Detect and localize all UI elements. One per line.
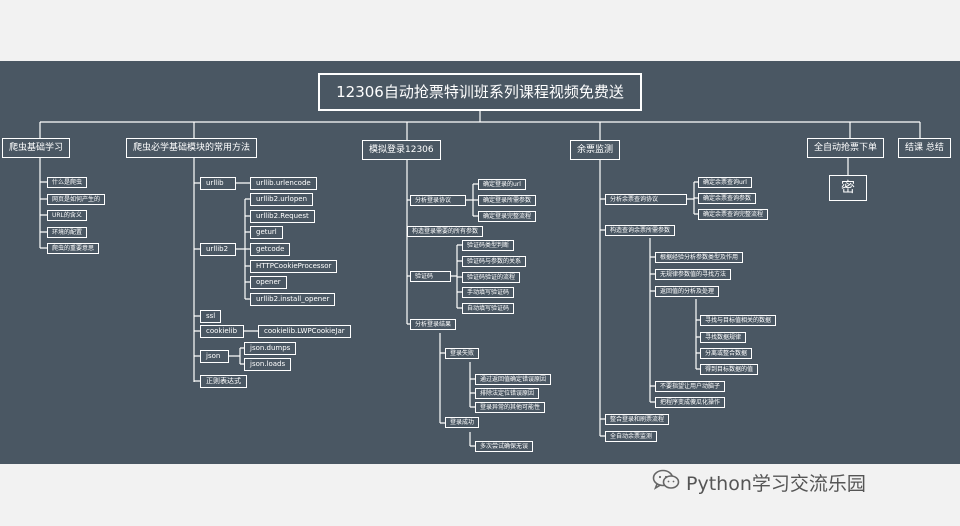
login-success: 登录成功 [445, 417, 480, 428]
module-item: urllib2.install_opener [250, 293, 336, 306]
branch-order: 全自动抢票下单 [807, 138, 885, 158]
branch-modules: 爬虫必学基础模块的常用方法 [126, 138, 258, 158]
mindmap-canvas: 12306自动抢票特训班系列课程视频免费送 爬虫基础学习 爬虫必学基础模块的常用… [0, 61, 960, 464]
module-regex: 正则表达式 [200, 375, 247, 388]
module-urllib2: urllib2 [200, 243, 236, 256]
monitor-item: 确定余票查询url [698, 177, 752, 188]
module-urllib: urllib [200, 177, 236, 190]
login-result: 分析登录结果 [410, 319, 457, 330]
monitor-item: 寻找与目标值相关的数据 [700, 315, 777, 326]
branch-monitor: 余票监测 [570, 140, 621, 160]
monitor-item: 分离或整合数据 [700, 348, 753, 359]
login-build-params: 构造登录需要的所有参数 [407, 226, 484, 237]
branch-basics: 爬虫基础学习 [2, 138, 71, 158]
branch-login: 模拟登录12306 [362, 140, 441, 160]
module-item: cookielib.LWPCookieJar [258, 325, 351, 338]
root-title: 12306自动抢票特训班系列课程视频免费送 [318, 73, 642, 111]
monitor-returns: 返回值的分析及处理 [655, 286, 720, 297]
module-item: opener [250, 276, 287, 289]
login-item: 多次尝试确保无误 [475, 441, 534, 452]
monitor-item: 根据经验分析参数类型及作用 [655, 252, 744, 263]
module-item: json.loads [244, 358, 292, 371]
monitor-item: 确定余票查询完整流程 [698, 209, 769, 220]
module-item: HTTPCookieProcessor [250, 260, 338, 273]
module-item: urllib2.urlopen [250, 193, 313, 206]
watermark-text: Python学习交流乐园 [686, 472, 866, 495]
login-analysis: 分析登录协议 [410, 195, 466, 206]
login-item: 排除法定位错误原因 [475, 388, 540, 399]
monitor-full-auto: 全自动余票监测 [605, 431, 658, 442]
connector-lines [39, 111, 921, 447]
branch-summary: 结课 总结 [898, 138, 951, 158]
module-item: urllib2.Request [250, 210, 315, 223]
watermark: Python学习交流乐园 [652, 469, 866, 495]
monitor-construct: 构造查询余票所需参数 [605, 225, 676, 236]
module-item: json.dumps [244, 342, 297, 355]
module-cookielib: cookielib [200, 325, 244, 338]
monitor-item: 确定余票查询参数 [698, 193, 757, 204]
basics-item: 爬虫的重要意思 [47, 243, 100, 254]
login-item: 手动填写验证码 [462, 287, 515, 298]
login-item: 验证码类型判断 [462, 240, 515, 251]
monitor-item: 寻找数据规律 [700, 332, 747, 343]
monitor-item: 无规律参数值的寻找方法 [655, 269, 732, 280]
login-item: 确定登录完整流程 [478, 211, 537, 222]
login-item: 验证码与参数的关系 [462, 256, 527, 267]
module-ssl: ssl [200, 310, 222, 323]
monitor-item: 得到目标数据的值 [700, 364, 759, 375]
monitor-item: 把程序变成傻瓜化操作 [655, 397, 726, 408]
login-item: 登录异常的其他可能性 [475, 402, 546, 413]
basics-item: 网页是如何产生的 [47, 194, 106, 205]
login-item: 自动填写验证码 [462, 303, 515, 314]
login-item: 通过返回值确定错误原因 [475, 374, 552, 385]
monitor-query: 分析余票查询协议 [605, 194, 687, 205]
basics-item: 什么是爬虫 [47, 177, 88, 188]
order-child: 密 [829, 175, 867, 201]
module-item: urllib.urlencode [250, 177, 317, 190]
login-item: 确定登录的url [478, 179, 526, 190]
module-item: getcode [250, 243, 291, 256]
login-captcha: 验证码 [410, 271, 451, 282]
login-item: 确定登录所需参数 [478, 195, 537, 206]
basics-item: 环境的配置 [47, 227, 88, 238]
login-item: 验证码验证的流程 [462, 272, 521, 283]
wechat-icon [652, 469, 680, 495]
module-json: json [200, 350, 229, 363]
module-item: geturl [250, 226, 283, 239]
basics-item: URL的含义 [47, 210, 87, 221]
monitor-integrate: 整合登录和刷票流程 [605, 414, 670, 425]
login-fail: 登录失败 [445, 348, 480, 359]
monitor-item: 不要指望让用户动脑子 [655, 381, 726, 392]
